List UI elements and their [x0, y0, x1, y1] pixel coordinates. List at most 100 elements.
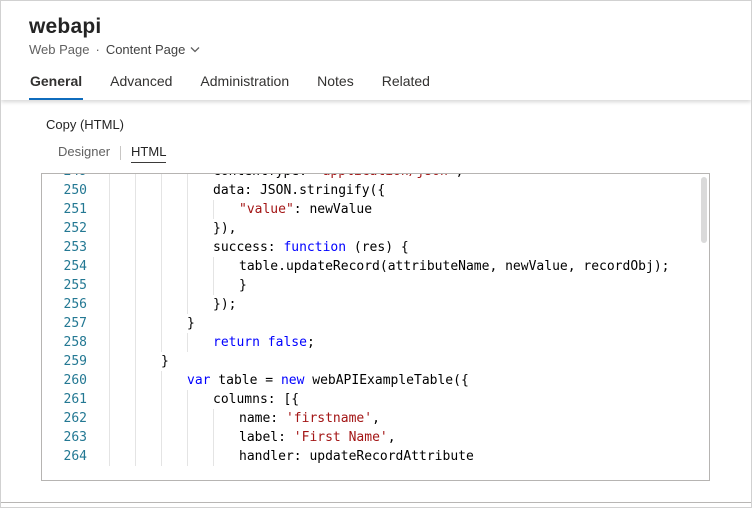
- indent-guide: [187, 295, 213, 314]
- code-segment: }),: [213, 221, 237, 236]
- indent-guide: [187, 238, 213, 257]
- code-line[interactable]: 249contentType: 'application/json',: [42, 174, 709, 181]
- code-line[interactable]: 259}: [42, 352, 709, 371]
- line-number: 249: [42, 174, 100, 181]
- indent-guide: [135, 181, 161, 200]
- indent-guide: [187, 219, 213, 238]
- indent-guide: [161, 295, 187, 314]
- code-text: }),: [100, 219, 236, 238]
- code-segment: webAPIExampleTable({: [304, 373, 469, 388]
- tab-advanced[interactable]: Advanced: [109, 73, 173, 100]
- indent-guide: [135, 390, 161, 409]
- subtitle-separator: ·: [95, 42, 100, 57]
- code-text: name: 'firstname',: [100, 409, 380, 428]
- code-line[interactable]: 260 var table = new webAPIExampleTable({: [42, 371, 709, 390]
- tab-bar: General Advanced Administration Notes Relate…: [29, 73, 751, 100]
- code-segment: table =: [210, 373, 281, 388]
- code-line[interactable]: 257}: [42, 314, 709, 333]
- indent-guide: [135, 409, 161, 428]
- code-text: }: [100, 276, 247, 295]
- indent-guide: [109, 409, 135, 428]
- code-line[interactable]: 256});: [42, 295, 709, 314]
- code-line[interactable]: 251 "value": newValue: [42, 200, 709, 219]
- indent-guide: [109, 200, 135, 219]
- code-segment: data: JSON.stringify({: [213, 183, 386, 198]
- line-number: 260: [63, 373, 87, 388]
- indent-guide: [161, 219, 187, 238]
- indent-guide: [135, 333, 161, 352]
- line-number: 258: [63, 335, 87, 350]
- indent-guide: [161, 200, 187, 219]
- indent-guide: [135, 238, 161, 257]
- tab-administration[interactable]: Administration: [199, 73, 290, 100]
- indent-guide: [187, 447, 213, 466]
- subtab-html[interactable]: HTML: [131, 144, 167, 163]
- tab-related[interactable]: Related: [381, 73, 431, 100]
- indent-guide: [161, 390, 187, 409]
- chevron-down-icon: [190, 47, 200, 53]
- indent-guide: [109, 333, 135, 352]
- indent-guide: [135, 257, 161, 276]
- code-text: var table = new webAPIExampleTable({: [100, 371, 469, 390]
- code-text: }: [100, 314, 195, 333]
- line-number: 251: [63, 202, 87, 217]
- tab-general[interactable]: General: [29, 73, 84, 100]
- form-header: webapi Web Page · Content Page General Ad…: [1, 1, 751, 100]
- code-line[interactable]: 252}),: [42, 219, 709, 238]
- indent-guide: [161, 371, 187, 390]
- line-number: 253: [63, 240, 87, 255]
- code-segment: (res) {: [346, 240, 409, 255]
- line-number: 250: [63, 183, 87, 198]
- line-number: 264: [63, 449, 87, 464]
- code-segment: contentType:: [213, 174, 315, 181]
- tab-notes[interactable]: Notes: [316, 73, 355, 100]
- code-text: "value": newValue: [100, 200, 372, 219]
- indent-guide: [135, 174, 161, 181]
- page-title: webapi: [29, 15, 102, 38]
- code-text: label: 'First Name',: [100, 428, 396, 447]
- indent-guide: [161, 447, 187, 466]
- subtab-designer[interactable]: Designer: [58, 144, 111, 159]
- code-text: });: [100, 295, 236, 314]
- entity-type-label: Web Page: [29, 42, 90, 57]
- indent-guide: [109, 276, 135, 295]
- code-segment: ,: [372, 411, 380, 426]
- code-segment: }: [161, 354, 169, 369]
- code-viewport: 249contentType: 'application/json',250da…: [42, 174, 709, 480]
- scrollbar-thumb[interactable]: [701, 177, 707, 243]
- indent-guide: [161, 181, 187, 200]
- indent-guide: [161, 174, 187, 181]
- indent-guide: [213, 447, 239, 466]
- code-text: table.updateRecord(attributeName, newVal…: [100, 257, 669, 276]
- code-segment: });: [213, 297, 237, 312]
- code-editor[interactable]: 249contentType: 'application/json',250da…: [41, 173, 710, 481]
- code-line[interactable]: 250 data: JSON.stringify({: [42, 181, 709, 200]
- line-number: 252: [63, 221, 87, 236]
- code-line[interactable]: 255}: [42, 276, 709, 295]
- indent-guide: [135, 295, 161, 314]
- code-segment: }: [187, 316, 195, 331]
- line-number: 261: [63, 392, 87, 407]
- code-segment: success:: [213, 240, 284, 255]
- indent-guide: [135, 352, 161, 371]
- indent-guide: [135, 447, 161, 466]
- indent-guide: [161, 409, 187, 428]
- code-segment: ,: [387, 430, 396, 445]
- code-segment: var: [187, 373, 211, 388]
- indent-guide: [109, 219, 135, 238]
- code-segment: name:: [239, 411, 286, 426]
- indent-guide: [109, 295, 135, 314]
- form-selector[interactable]: Content Page: [106, 42, 201, 57]
- code-segment: false: [267, 335, 307, 350]
- indent-guide: [187, 174, 213, 181]
- line-number: 256: [63, 297, 87, 312]
- indent-guide: [109, 352, 135, 371]
